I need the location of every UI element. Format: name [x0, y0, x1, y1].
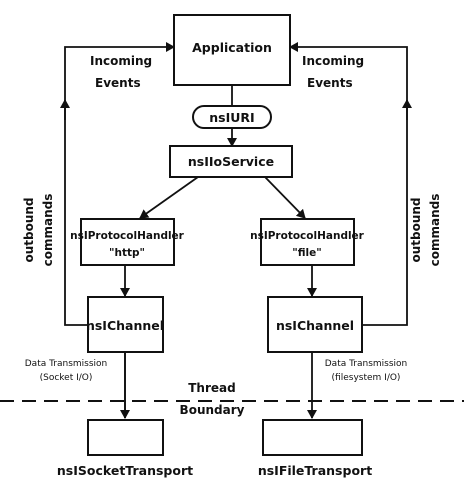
- ioservice-to-http-arrow: [139, 176, 199, 219]
- handler-http-scheme: "http": [109, 247, 145, 259]
- handler-file-scheme: "file": [292, 247, 321, 259]
- data-right-2: (filesystem I/O): [332, 373, 401, 383]
- application-label: Application: [192, 40, 272, 55]
- file-transport-box: [262, 419, 363, 456]
- incoming-events-right-1: Incoming: [302, 54, 364, 68]
- nsiuri-pill: [192, 105, 272, 129]
- application-box: [173, 14, 291, 86]
- handler-file-box: [260, 218, 355, 266]
- file-transport-label: nsIFileTransport: [258, 463, 372, 478]
- incoming-events-left-1: Incoming: [90, 54, 152, 68]
- connectors: [60, 42, 412, 419]
- channel-right-label: nsIChannel: [276, 318, 354, 333]
- outbound-right-2: commands: [428, 194, 442, 267]
- nsioservice-label: nsIIoService: [188, 154, 274, 169]
- handler-http-label: nsIProtocolHandler: [70, 230, 185, 242]
- socket-transport-label: nsISocketTransport: [57, 463, 193, 478]
- incoming-events-left-2: Events: [95, 76, 141, 90]
- channel-right-box: [267, 296, 363, 353]
- data-left-1: Data Transmission: [25, 359, 108, 369]
- boxes: [80, 14, 363, 456]
- handler-http-box: [80, 218, 175, 266]
- handler-file-label: nsIProtocolHandler: [250, 230, 365, 242]
- data-right-1: Data Transmission: [325, 359, 408, 369]
- outbound-left-2: commands: [41, 194, 55, 267]
- thread-label: Thread: [188, 381, 235, 395]
- right-incoming-events-loop: [289, 42, 408, 326]
- nsiuri-label: nsIURI: [209, 110, 254, 125]
- nsioservice-box: [169, 145, 293, 178]
- left-incoming-events-loop: [64, 42, 175, 326]
- socket-transport-box: [87, 419, 164, 456]
- incoming-events-right-2: Events: [307, 76, 353, 90]
- outbound-right-1: outbound: [409, 197, 423, 262]
- channel-left-label: nsIChannel: [86, 318, 164, 333]
- channel-left-box: [87, 296, 164, 353]
- ioservice-to-file-arrow: [264, 176, 306, 219]
- boundary-label: Boundary: [180, 403, 245, 417]
- data-left-2: (Socket I/O): [40, 373, 93, 383]
- outbound-left-1: outbound: [22, 197, 36, 262]
